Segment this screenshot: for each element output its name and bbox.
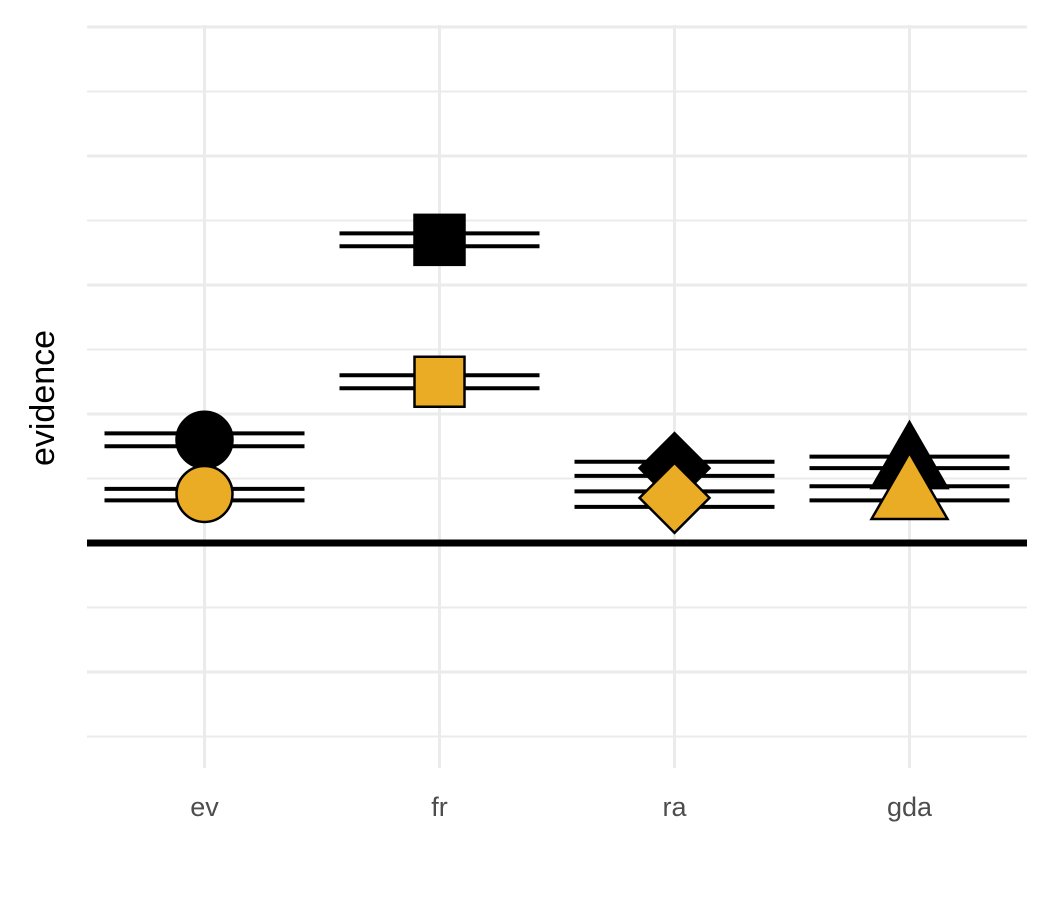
- x-tick-label: fr: [431, 792, 448, 822]
- data-point-triangle-gda: [869, 450, 950, 521]
- x-tick-label: ra: [662, 792, 687, 822]
- data-points: [175, 213, 950, 535]
- x-tick-label: ev: [190, 792, 219, 822]
- data-point-circle-ev: [175, 410, 234, 470]
- data-point-circle-ev: [175, 464, 234, 524]
- x-tick-labels: ev fr ra gda: [190, 792, 933, 822]
- data-point-square-fr: [413, 213, 466, 267]
- gridlines: [87, 25, 1027, 768]
- y-axis-title: evidence: [24, 330, 62, 466]
- data-point-diamond-ra: [637, 461, 712, 535]
- x-tick-label: gda: [887, 792, 933, 822]
- interval-lines: [104, 231, 1010, 509]
- data-point-square-fr: [413, 355, 466, 408]
